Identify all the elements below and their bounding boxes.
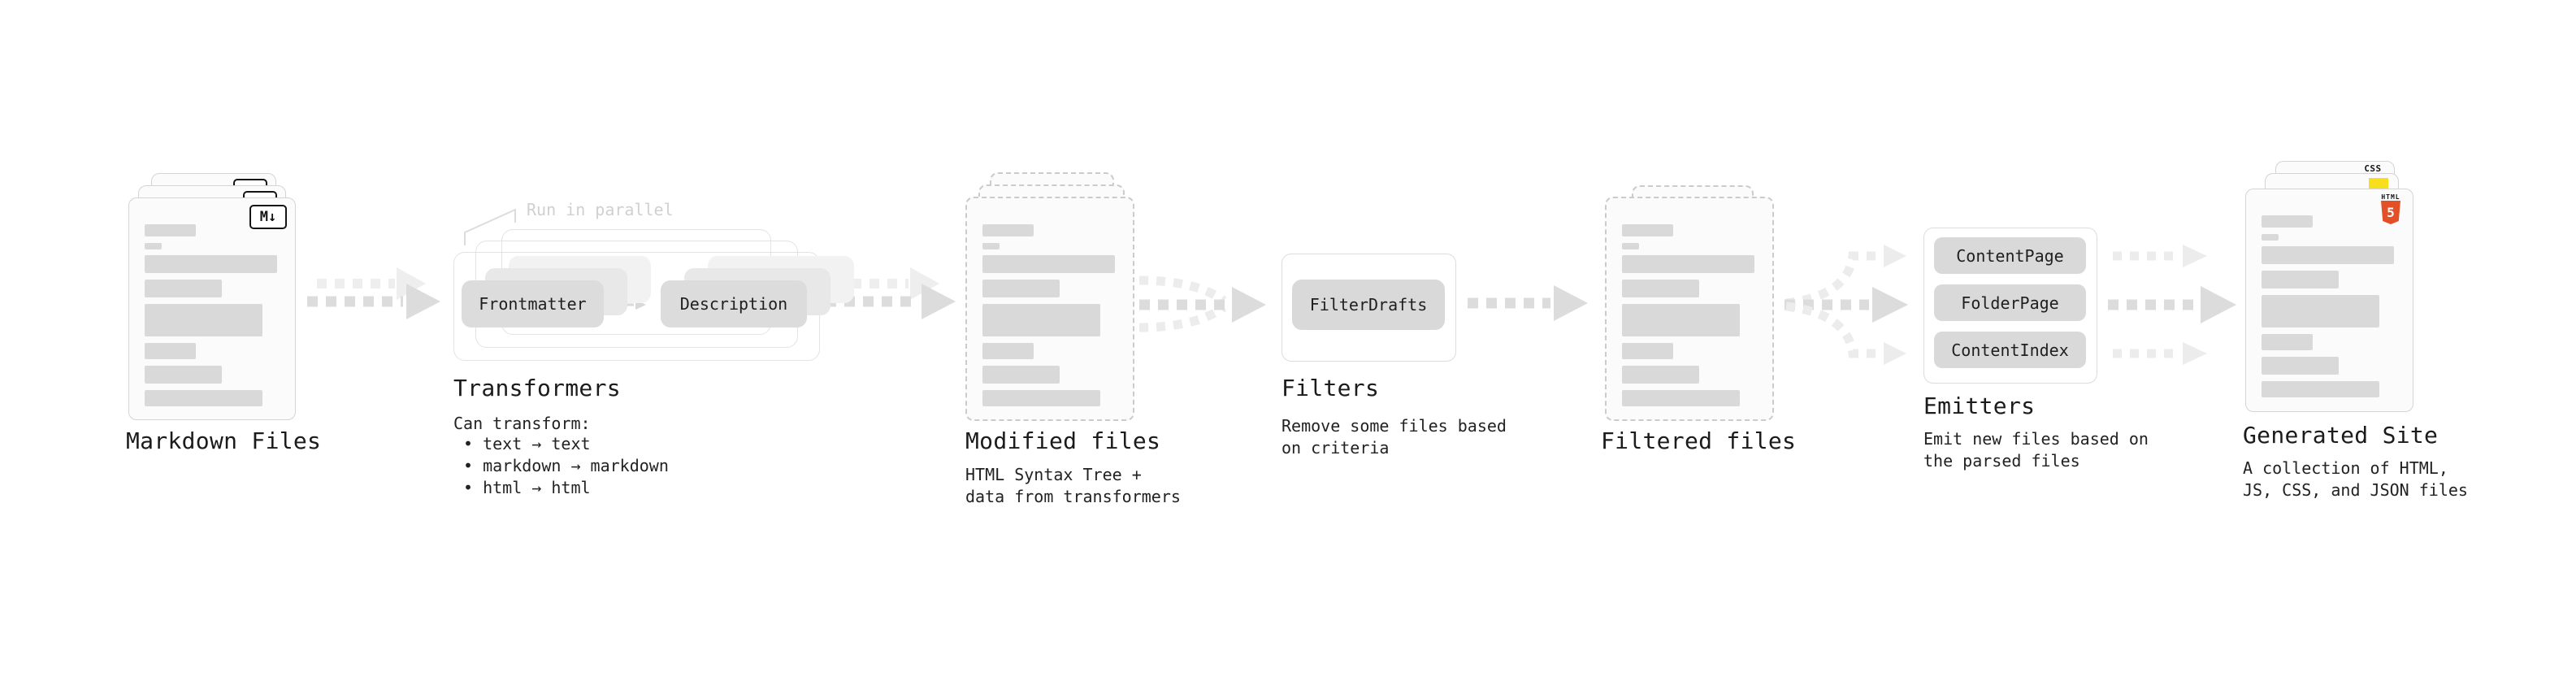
content-line bbox=[982, 304, 1100, 336]
filters-label: Filters bbox=[1281, 375, 1380, 401]
content-line bbox=[145, 366, 222, 384]
frontmatter-pill: Frontmatter bbox=[462, 280, 604, 327]
transformers-caption-title: Can transform: bbox=[453, 414, 591, 433]
content-line bbox=[982, 243, 1000, 249]
content-line bbox=[145, 343, 196, 359]
emitters-caption-1: Emit new files based on bbox=[1923, 429, 2149, 449]
emitters-caption-2: the parsed files bbox=[1923, 451, 2080, 471]
content-line bbox=[2262, 234, 2279, 241]
description-pill: Description bbox=[661, 280, 807, 327]
markdown-files-label: Markdown Files bbox=[126, 427, 322, 454]
content-line bbox=[2262, 271, 2339, 288]
arrows-emitters-to-generated bbox=[2108, 245, 2236, 365]
svg-text:5: 5 bbox=[2387, 205, 2395, 220]
emitters-label: Emitters bbox=[1923, 393, 2036, 419]
content-line bbox=[2262, 215, 2313, 228]
content-line bbox=[2262, 357, 2339, 375]
modified-files-caption-2: data from transformers bbox=[965, 487, 1181, 506]
content-line bbox=[1622, 280, 1699, 297]
filterdrafts-pill: FilterDrafts bbox=[1292, 280, 1445, 330]
content-line bbox=[1622, 343, 1673, 359]
content-line bbox=[1622, 304, 1740, 336]
folderpage-pill: FolderPage bbox=[1934, 284, 2086, 321]
content-line bbox=[2262, 334, 2313, 350]
content-line bbox=[982, 366, 1060, 384]
content-line bbox=[1622, 243, 1639, 249]
filters-caption-1: Remove some files based bbox=[1281, 416, 1507, 436]
contentindex-pill: ContentIndex bbox=[1934, 332, 2086, 368]
content-line bbox=[2262, 246, 2394, 264]
generated-site-label: Generated Site bbox=[2243, 422, 2439, 449]
content-line bbox=[145, 224, 196, 236]
content-line bbox=[2262, 381, 2379, 397]
merge-modified-to-filters bbox=[1138, 275, 1266, 332]
transformers-bullet-3: • html → html bbox=[463, 478, 591, 497]
content-line bbox=[2262, 295, 2379, 327]
arrow-filters-to-filtered bbox=[1468, 285, 1588, 321]
transformers-bullet-2: • markdown → markdown bbox=[463, 456, 669, 475]
fork-filtered-to-emitters bbox=[1785, 245, 1908, 365]
content-line bbox=[145, 255, 277, 273]
content-line bbox=[1622, 390, 1740, 406]
modified-files-label: Modified files bbox=[965, 427, 1161, 454]
content-line bbox=[1622, 366, 1699, 384]
content-line bbox=[982, 224, 1034, 236]
content-line bbox=[982, 255, 1115, 273]
filters-caption-2: on criteria bbox=[1281, 438, 1390, 458]
html5-icon: HTML 5 bbox=[2379, 193, 2403, 225]
arrow-markdown-to-transformers bbox=[307, 267, 440, 319]
generated-site-caption-2: JS, CSS, and JSON files bbox=[2243, 480, 2468, 500]
modified-file-card-front bbox=[965, 197, 1134, 421]
content-line bbox=[145, 390, 262, 406]
run-in-parallel-annotation: Run in parallel bbox=[527, 200, 674, 219]
generated-site-caption-1: A collection of HTML, bbox=[2243, 458, 2448, 478]
content-line bbox=[982, 280, 1060, 297]
content-line bbox=[982, 343, 1034, 359]
markdown-icon: M↓ bbox=[249, 205, 287, 229]
content-line bbox=[145, 304, 262, 336]
contentpage-pill: ContentPage bbox=[1934, 237, 2086, 274]
content-line bbox=[145, 243, 162, 249]
markdown-file-card-front: M↓ bbox=[128, 197, 296, 420]
transformers-bullet-1: • text → text bbox=[463, 434, 591, 453]
generated-card-html: HTML 5 bbox=[2245, 189, 2413, 412]
content-line bbox=[982, 390, 1100, 406]
modified-files-caption-1: HTML Syntax Tree + bbox=[965, 465, 1142, 484]
transformers-label: Transformers bbox=[453, 375, 621, 401]
content-line bbox=[1622, 255, 1754, 273]
javascript-icon bbox=[2369, 178, 2388, 189]
content-line bbox=[145, 280, 222, 297]
filtered-files-label: Filtered files bbox=[1601, 427, 1797, 454]
filtered-file-card-front bbox=[1605, 197, 1774, 421]
content-line bbox=[1622, 224, 1673, 236]
